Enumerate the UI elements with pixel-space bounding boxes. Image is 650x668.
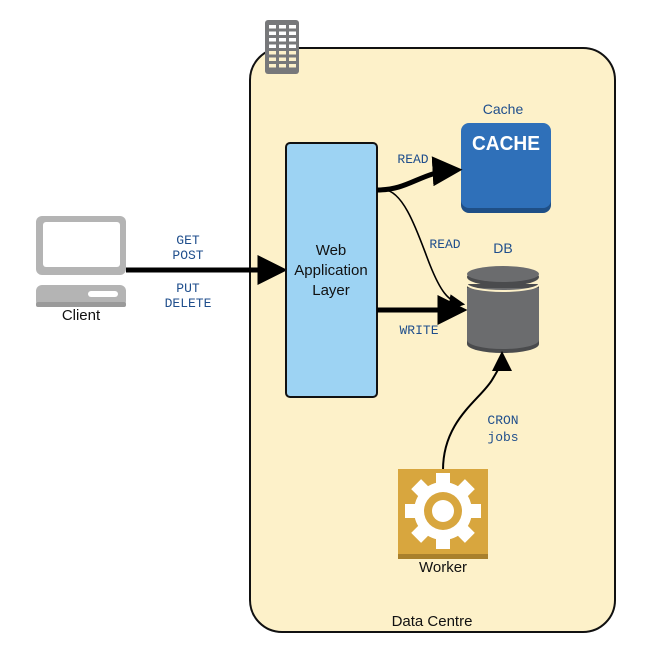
gear-ring [432, 500, 454, 522]
building-window [269, 44, 276, 48]
cron-label: CRON [487, 413, 518, 428]
http-get-label: GET [176, 233, 200, 248]
building-window [289, 64, 296, 68]
building-window [269, 64, 276, 68]
gear-icon [398, 469, 488, 559]
data-centre-label: Data Centre [392, 613, 473, 630]
building-window [269, 25, 276, 29]
building-window [279, 31, 286, 35]
building-window [269, 38, 276, 42]
cache-label: Cache [483, 101, 524, 117]
db-read-label: READ [429, 237, 460, 252]
building-window [289, 44, 296, 48]
building-window [289, 57, 296, 61]
building-window [269, 57, 276, 61]
web-layer-line-1: Web [316, 242, 347, 259]
building-window [269, 51, 276, 55]
building-window [269, 31, 276, 35]
worker-to-db-arrow [442, 351, 512, 471]
building-window [289, 25, 296, 29]
web-layer-line-3: Layer [312, 282, 350, 299]
jobs-label: jobs [487, 430, 518, 445]
http-put-label: PUT [176, 281, 200, 296]
web-layer-line-2: Application [294, 262, 367, 279]
building-window [279, 25, 286, 29]
worker-label: Worker [419, 559, 467, 576]
db-write-label: WRITE [399, 323, 438, 338]
building-window [279, 38, 286, 42]
database-icon [466, 266, 540, 353]
db-label: DB [493, 240, 512, 256]
building-window [279, 57, 286, 61]
building-window [289, 31, 296, 35]
cache-read-label: READ [397, 152, 428, 167]
cache-icon [461, 123, 551, 213]
building-window [279, 64, 286, 68]
cache-badge-text: CACHE [472, 133, 540, 155]
http-delete-label: DELETE [165, 296, 212, 311]
building-window [289, 51, 296, 55]
web-application-layer [285, 142, 378, 398]
building-window [289, 38, 296, 42]
building-window [279, 44, 286, 48]
computer-icon [36, 216, 126, 307]
building-icon [265, 20, 299, 74]
client-label: Client [62, 307, 101, 324]
http-post-label: POST [172, 248, 203, 263]
building-window [279, 51, 286, 55]
